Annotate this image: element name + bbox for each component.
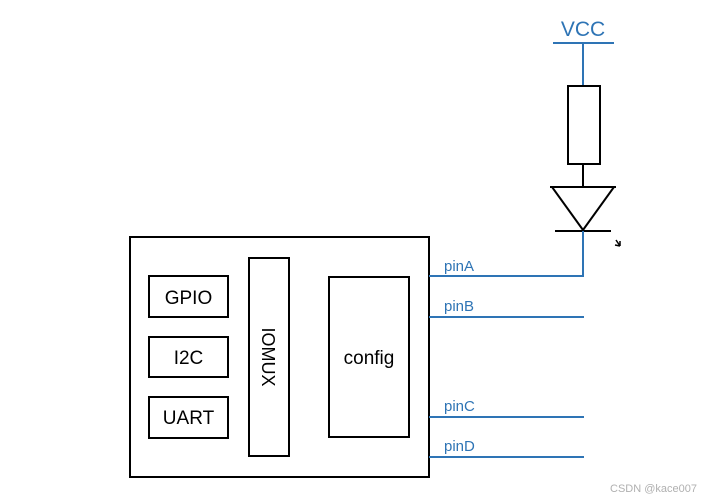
led-arrow-icon [614, 239, 621, 247]
chip-outline [129, 236, 430, 478]
i2c-label: I2C [174, 348, 204, 369]
config-block [328, 276, 410, 438]
pin-label-c: pinC [444, 398, 475, 415]
resistor [567, 85, 601, 165]
i2c-block [148, 336, 229, 378]
config-label: config [344, 348, 395, 369]
gpio-label: GPIO [165, 288, 213, 309]
watermark: CSDN @kace007 [610, 483, 697, 495]
pin-label-b: pinB [444, 298, 474, 315]
uart-block [148, 396, 229, 439]
gpio-block [148, 275, 229, 318]
pin-label-a: pinA [444, 258, 474, 275]
vcc-label: VCC [561, 18, 605, 41]
diode-triangle [550, 186, 616, 232]
pin-label-d: pinD [444, 438, 475, 455]
iomux-label: IOMUX [258, 327, 278, 386]
uart-label: UART [163, 408, 215, 429]
iomux-block [248, 257, 290, 457]
